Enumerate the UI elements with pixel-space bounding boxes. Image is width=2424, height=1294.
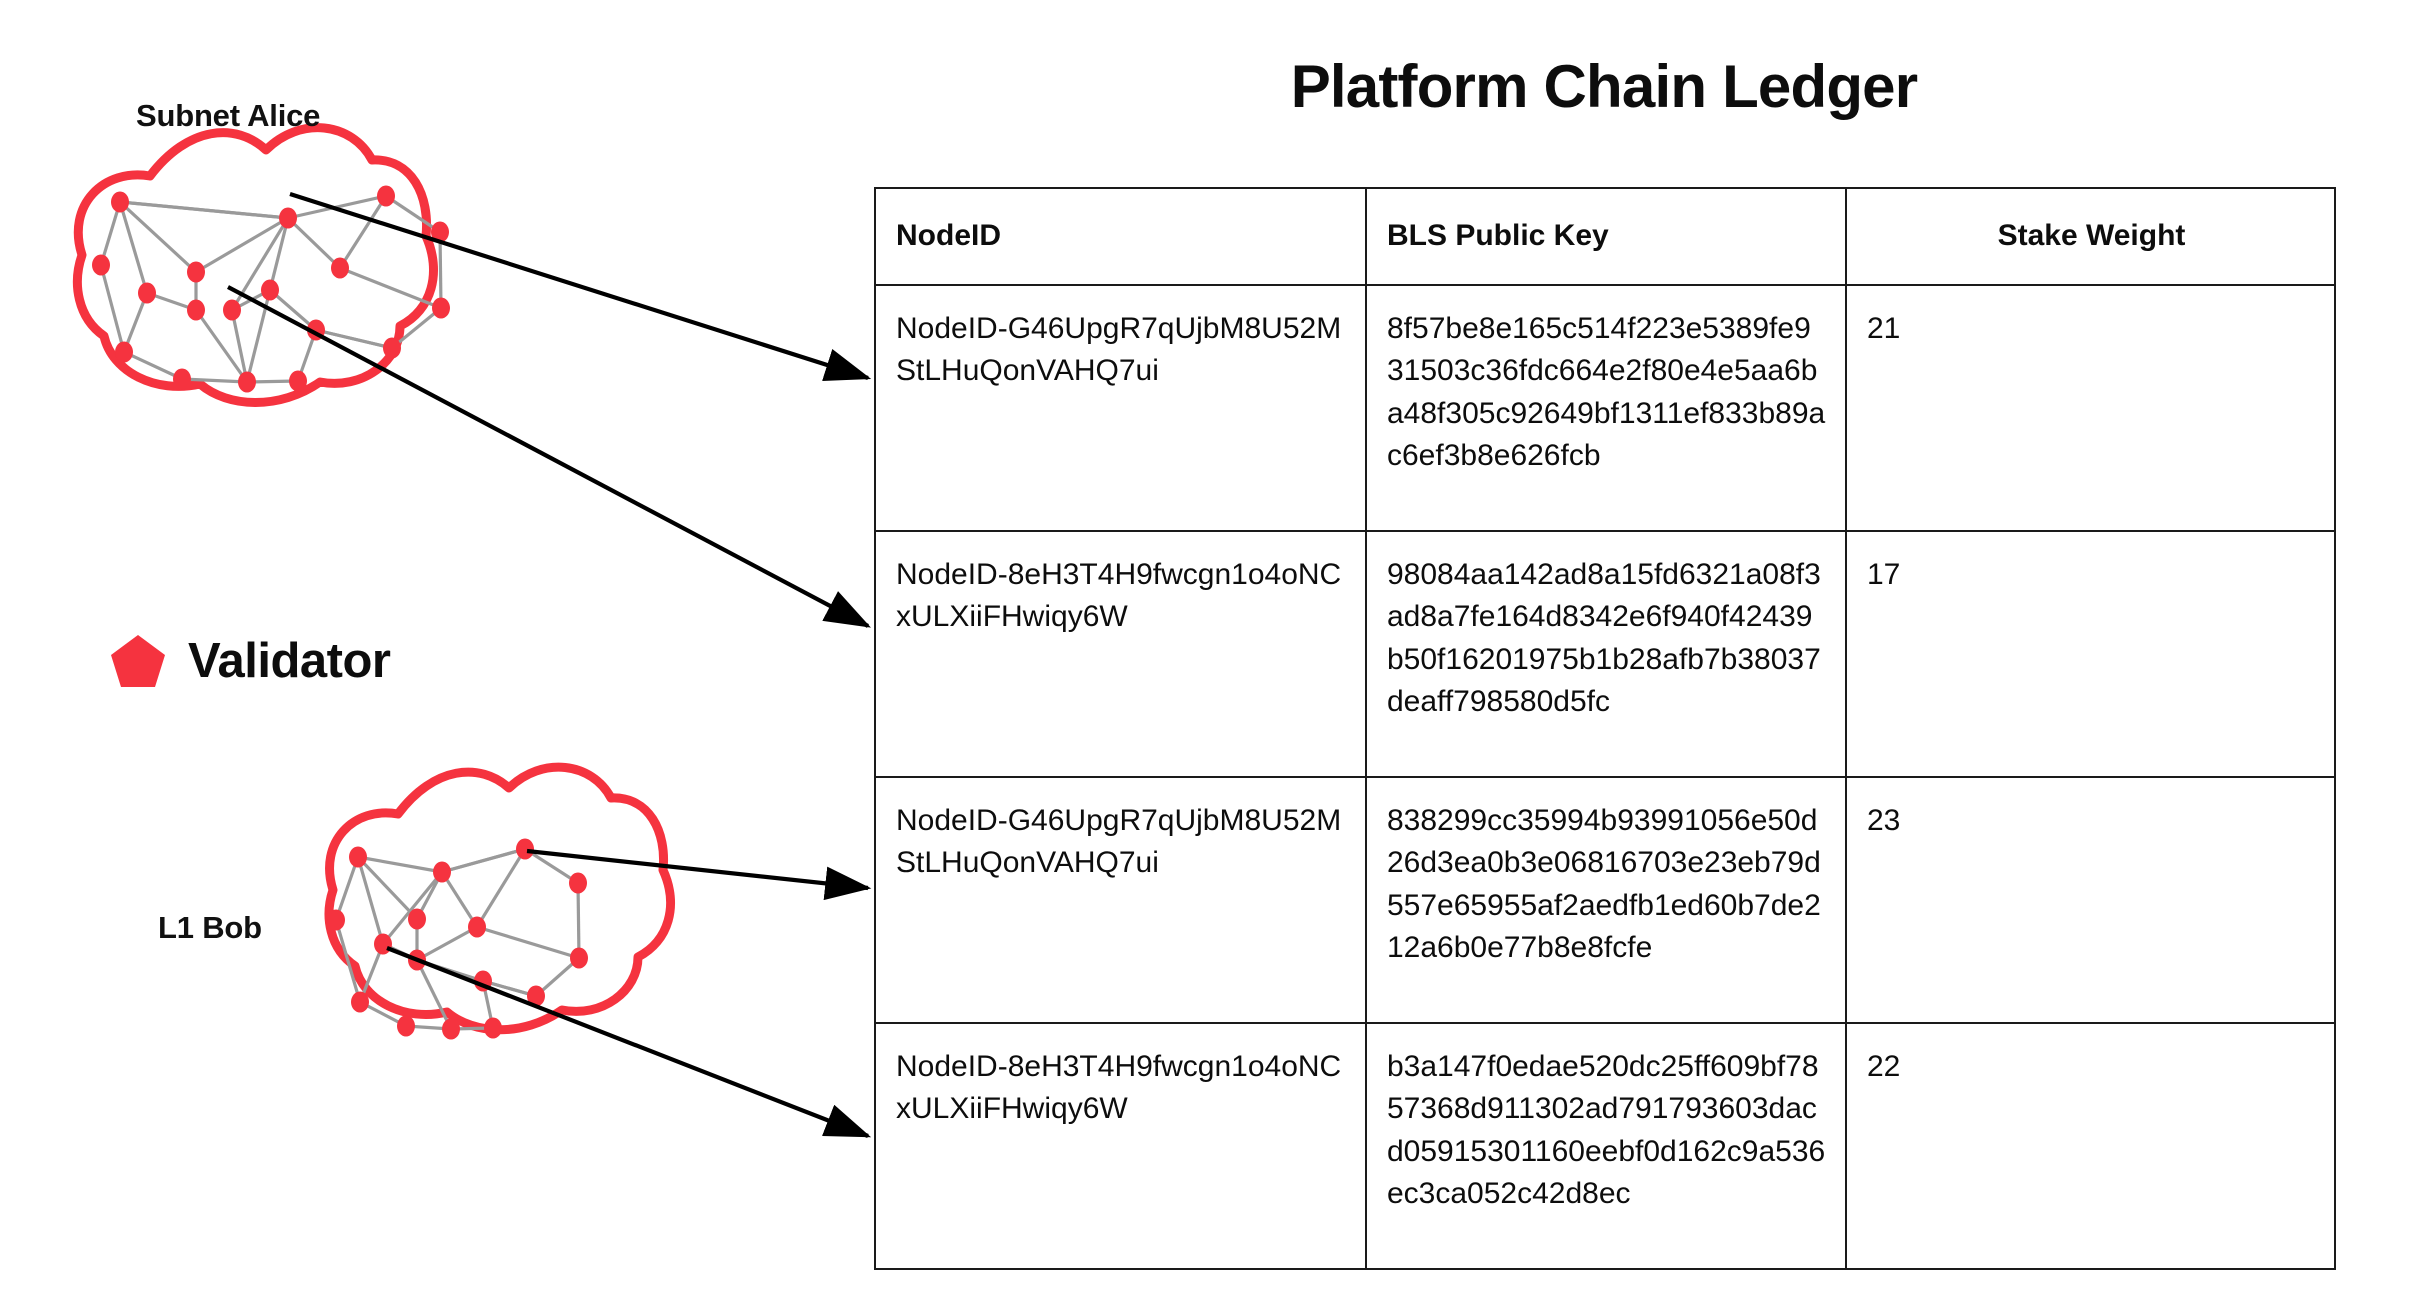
validator-node: [187, 261, 205, 283]
validator-node: [433, 861, 451, 883]
l1-bob-group: [324, 762, 675, 1040]
validator-legend: Validator: [110, 633, 391, 688]
validator-node: [431, 221, 449, 243]
validator-node: [92, 254, 110, 276]
arrow-bob-to-row3: [526, 848, 872, 901]
validator-node: [527, 985, 545, 1007]
arrow-alice-to-row1: [289, 191, 872, 382]
validator-node: [279, 207, 297, 229]
table-row: NodeID-8eH3T4H9fwcgn1o4oNCxULXiiFHwiqy6W…: [874, 529, 2336, 778]
validator-node: [238, 371, 256, 393]
validator-node: [432, 297, 450, 319]
arrow-alice-to-row2: [227, 285, 871, 628]
validator-node: [223, 299, 241, 321]
validator-node: [115, 341, 133, 363]
validator-node: [468, 916, 486, 938]
validator-node: [331, 257, 349, 279]
table-header-row: NodeID BLS Public Key Stake Weight: [874, 187, 2336, 286]
validator-legend-label: Validator: [188, 633, 391, 688]
validator-node: [349, 846, 367, 868]
cell-bls-public-key: 8f57be8e165c514f223e5389fe931503c36fdc66…: [1365, 283, 1847, 532]
cell-bls-public-key: 838299cc35994b93991056e50d26d3ea0b3e0681…: [1365, 775, 1847, 1024]
validator-node: [374, 933, 392, 955]
validator-node: [351, 991, 369, 1013]
platform-chain-ledger-table: NodeID BLS Public Key Stake Weight NodeI…: [874, 187, 2336, 1270]
pentagon-validator-icon: [111, 635, 165, 687]
cell-nodeid: NodeID-8eH3T4H9fwcgn1o4oNCxULXiiFHwiqy6W: [874, 1021, 1367, 1270]
validator-node: [397, 1015, 415, 1037]
validator-node: [570, 947, 588, 969]
column-header-nodeid: NodeID: [874, 187, 1367, 286]
cell-nodeid: NodeID-8eH3T4H9fwcgn1o4oNCxULXiiFHwiqy6W: [874, 529, 1367, 778]
cell-nodeid: NodeID-G46UpgR7qUjbM8U52MStLHuQonVAHQ7ui: [874, 775, 1367, 1024]
table-row: NodeID-G46UpgR7qUjbM8U52MStLHuQonVAHQ7ui…: [874, 283, 2336, 532]
validator-node: [408, 908, 426, 930]
subnet-alice-group: [72, 123, 450, 407]
cell-stake-weight: 17: [1845, 529, 2336, 778]
cell-stake-weight: 23: [1845, 775, 2336, 1024]
subnet-alice-validator-nodes: [92, 185, 450, 393]
table-row: NodeID-G46UpgR7qUjbM8U52MStLHuQonVAHQ7ui…: [874, 775, 2336, 1024]
page-title: Platform Chain Ledger: [1290, 53, 1918, 120]
cell-bls-public-key: 98084aa142ad8a15fd6321a08f3ad8a7fe164d83…: [1365, 529, 1847, 778]
network-diagram: [72, 123, 872, 1138]
validator-node: [442, 1018, 460, 1040]
cell-stake-weight: 22: [1845, 1021, 2336, 1270]
validator-node: [261, 279, 279, 301]
column-header-stake-weight: Stake Weight: [1845, 187, 2336, 286]
l1-bob-validator-nodes: [327, 838, 588, 1040]
validator-node: [138, 282, 156, 304]
validator-node: [516, 838, 534, 860]
validator-node: [569, 872, 587, 894]
cell-nodeid: NodeID-G46UpgR7qUjbM8U52MStLHuQonVAHQ7ui: [874, 283, 1367, 532]
cell-bls-public-key: b3a147f0edae520dc25ff609bf7857368d911302…: [1365, 1021, 1847, 1270]
validator-node: [377, 185, 395, 207]
arrow-bob-to-row4: [386, 946, 872, 1138]
validator-node: [484, 1017, 502, 1039]
table-row: NodeID-8eH3T4H9fwcgn1o4oNCxULXiiFHwiqy6W…: [874, 1021, 2336, 1270]
subnet-alice-label: Subnet Alice: [136, 98, 321, 133]
validator-node: [187, 299, 205, 321]
validator-node: [173, 368, 191, 390]
subnet-alice-boundary: [72, 123, 438, 407]
validator-node: [289, 370, 307, 392]
l1-bob-label: L1 Bob: [158, 910, 262, 945]
ledger-connector-arrows: [227, 191, 872, 1138]
validator-node: [327, 909, 345, 931]
column-header-bls-public-key: BLS Public Key: [1365, 187, 1847, 286]
validator-node: [383, 337, 401, 359]
validator-node: [111, 191, 129, 213]
cell-stake-weight: 21: [1845, 283, 2336, 532]
